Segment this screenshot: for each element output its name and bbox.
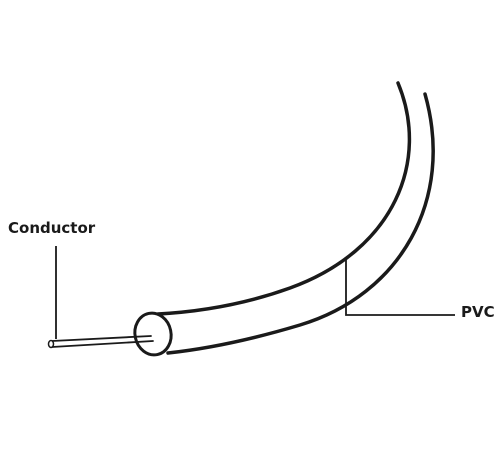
cable-cut-end [133, 311, 173, 357]
pvc-leader-line [345, 257, 455, 316]
pvc-jacket-top-edge [156, 81, 412, 316]
conductor-wire-bottom [51, 340, 154, 348]
conductor-wire-tip [47, 339, 55, 349]
pvc-jacket-bottom-edge [166, 92, 435, 355]
conductor-wire-top [51, 335, 152, 342]
conductor-label: Conductor [8, 219, 96, 237]
pvc-label: PVC [461, 303, 495, 321]
